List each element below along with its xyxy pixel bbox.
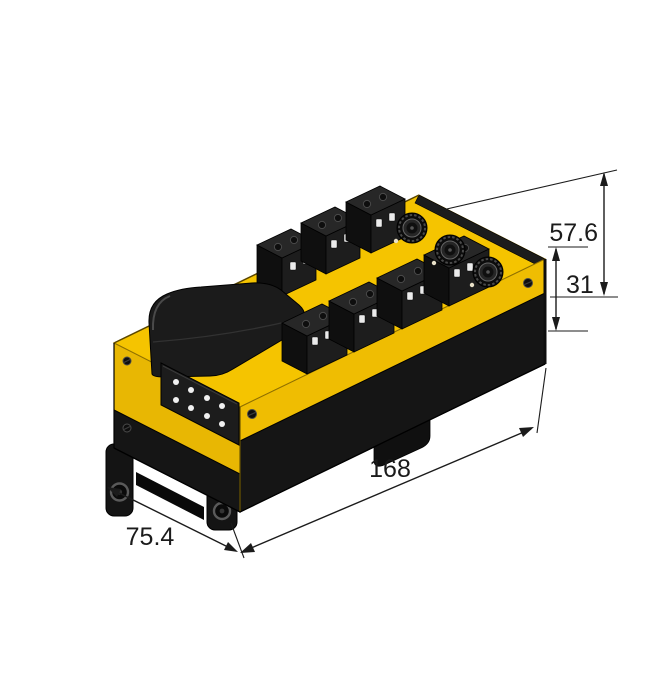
round-connector-1	[396, 212, 428, 244]
left-terminal-strip	[160, 362, 240, 446]
din-rail-slot	[136, 472, 204, 520]
terminal-strip-dots	[173, 379, 225, 427]
bottom-edge	[113, 363, 546, 513]
dimension-module-height: 31	[548, 246, 594, 332]
terminal-block-back-2	[300, 206, 361, 275]
dimension-length: 168	[230, 367, 547, 559]
dim-total-height-value: 57.6	[549, 219, 598, 247]
dimension-total-height: 57.6	[437, 169, 618, 298]
round-connector-2	[434, 234, 466, 266]
terminal-block-front-2	[328, 281, 395, 353]
housing-screws	[122, 278, 533, 433]
junction-box-device	[105, 185, 547, 531]
dim-module-height-value: 31	[566, 271, 594, 299]
round-connector-3	[472, 256, 504, 288]
connector-indicator-dots	[393, 238, 475, 288]
dim-length-value: 168	[369, 455, 411, 483]
dimension-width: 75.4	[107, 487, 238, 552]
dim-width-value: 75.4	[126, 523, 175, 551]
